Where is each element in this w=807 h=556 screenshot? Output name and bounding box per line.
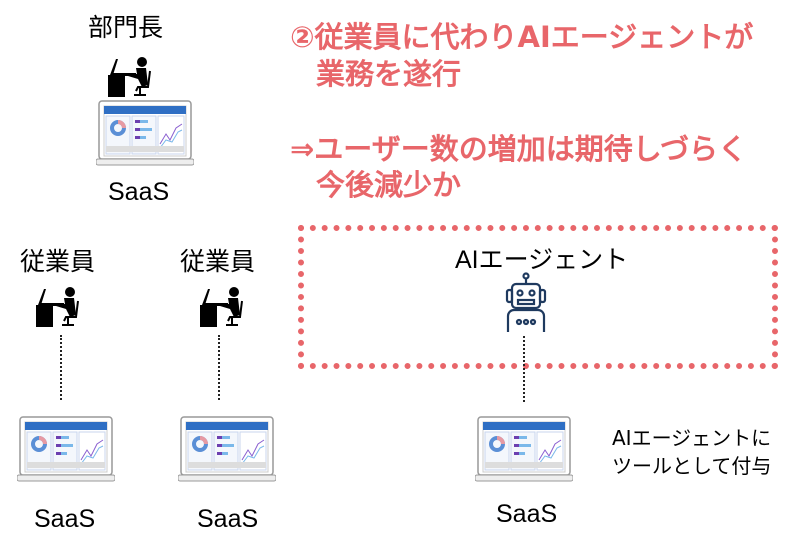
ai-agent-label: AIエージェント: [455, 246, 629, 274]
employee-1-person-icon: [36, 287, 84, 331]
employee-2-saas-label: SaaS: [197, 505, 259, 533]
headline-line2: 業務を遂行: [316, 57, 462, 91]
ai-agent-box: [298, 225, 778, 369]
employee-2-label: 従業員: [180, 247, 256, 276]
connector-line: [60, 335, 62, 400]
manager-label: 部門長: [88, 13, 164, 42]
employee-1-saas-label: SaaS: [34, 505, 96, 533]
employee-1-label: 従業員: [20, 247, 96, 276]
agent-note-line2: ツールとして付与: [612, 454, 772, 478]
connector-line: [523, 336, 525, 402]
conclusion-line2: 今後減少か: [316, 168, 462, 202]
agent-saas-laptop-icon: [474, 416, 574, 486]
agent-saas-label: SaaS: [496, 500, 558, 528]
conclusion-line1: ⇒ユーザー数の増加は期待しづらく: [290, 132, 747, 166]
manager-person-icon: [108, 57, 156, 101]
connector-line: [218, 335, 220, 400]
manager-saas-label: SaaS: [108, 178, 170, 206]
manager-saas-laptop-icon: [95, 100, 195, 170]
employee-2-person-icon: [200, 287, 248, 331]
employee-1-saas-laptop-icon: [16, 416, 116, 486]
agent-note-line1: AIエージェントに: [612, 426, 772, 450]
robot-icon: [505, 272, 547, 332]
employee-2-saas-laptop-icon: [177, 416, 277, 486]
headline-line1: ②従業員に代わりAIエージェントが: [290, 20, 754, 54]
